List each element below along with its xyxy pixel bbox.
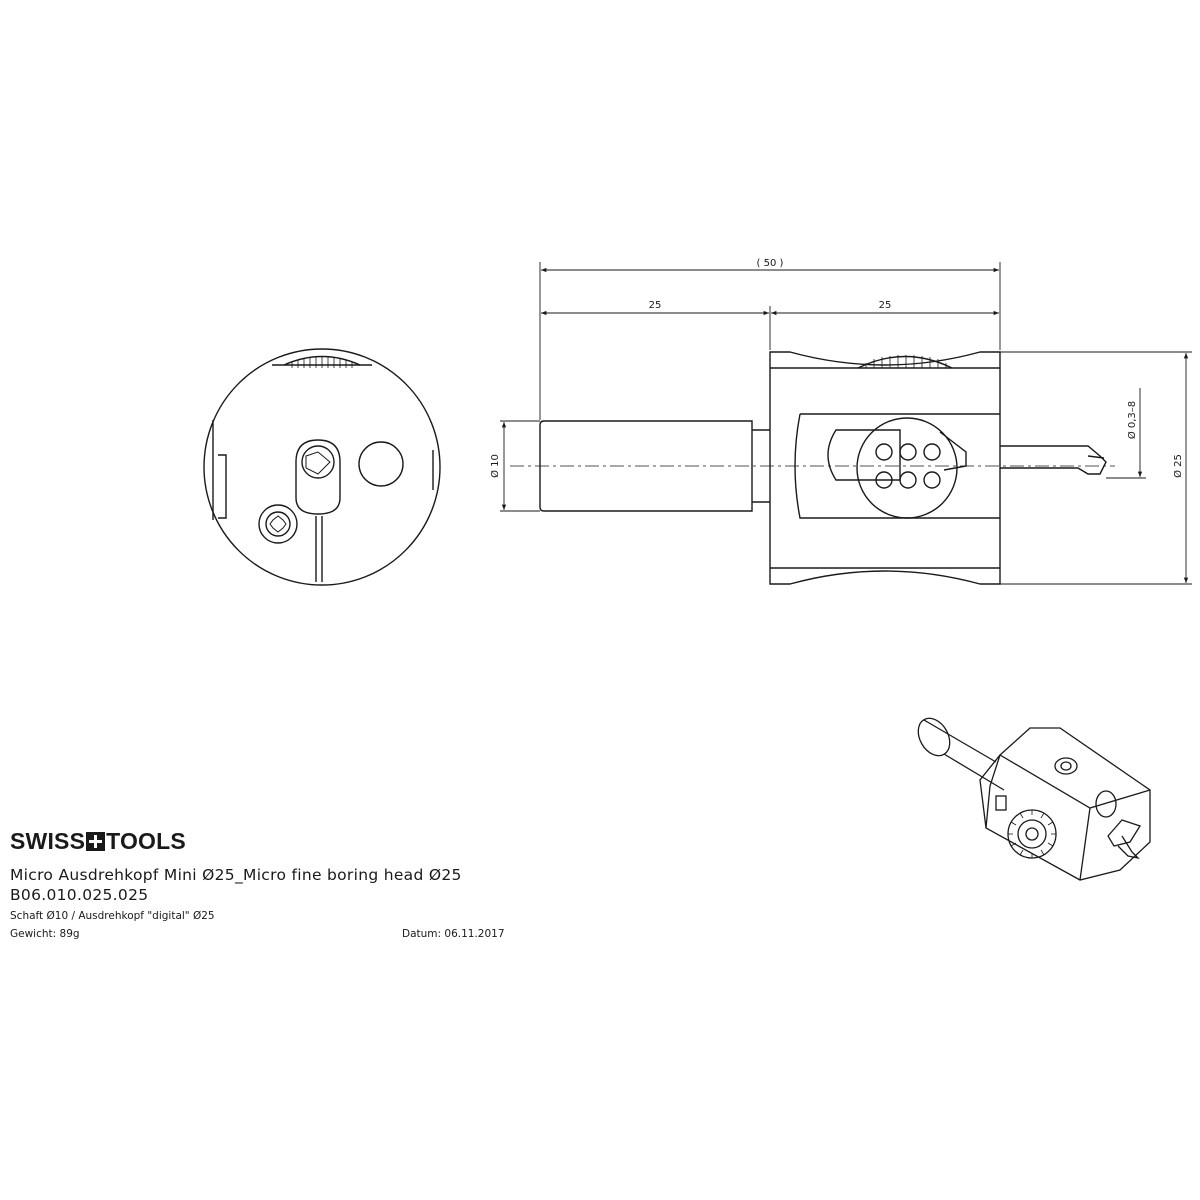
drawing-date: Datum: 06.11.2017 — [402, 928, 505, 940]
brand-logo: SWISS TOOLS — [10, 826, 530, 856]
dim-head-diameter: Ø 25 — [1172, 454, 1184, 478]
product-weight: Gewicht: 89g — [10, 928, 80, 940]
title-block: SWISS TOOLS Micro Ausdrehkopf Mini Ø25_Mi… — [10, 826, 530, 941]
isometric-view — [917, 717, 1151, 881]
dim-head-length: 25 — [879, 300, 892, 311]
dim-shank-diameter: Ø 10 — [489, 454, 501, 478]
end-view — [203, 348, 441, 586]
article-number: B06.010.025.025 — [10, 886, 149, 904]
brand-right: TOOLS — [106, 827, 186, 854]
swiss-cross-icon — [86, 831, 106, 851]
dim-shank-length: 25 — [649, 300, 662, 311]
dimension-lines — [500, 262, 1192, 585]
weight-date-row: Gewicht: 89g Datum: 06.11.2017 — [10, 928, 530, 941]
dim-boring-range: Ø 0,3–8 — [1126, 401, 1138, 439]
dim-overall-length: ( 50 ) — [757, 258, 784, 269]
product-title: Micro Ausdrehkopf Mini Ø25_Micro fine bo… — [10, 866, 462, 884]
brand-left: SWISS — [10, 827, 86, 854]
side-view — [510, 351, 1115, 585]
product-spec: Schaft Ø10 / Ausdrehkopf "digital" Ø25 — [10, 910, 215, 922]
